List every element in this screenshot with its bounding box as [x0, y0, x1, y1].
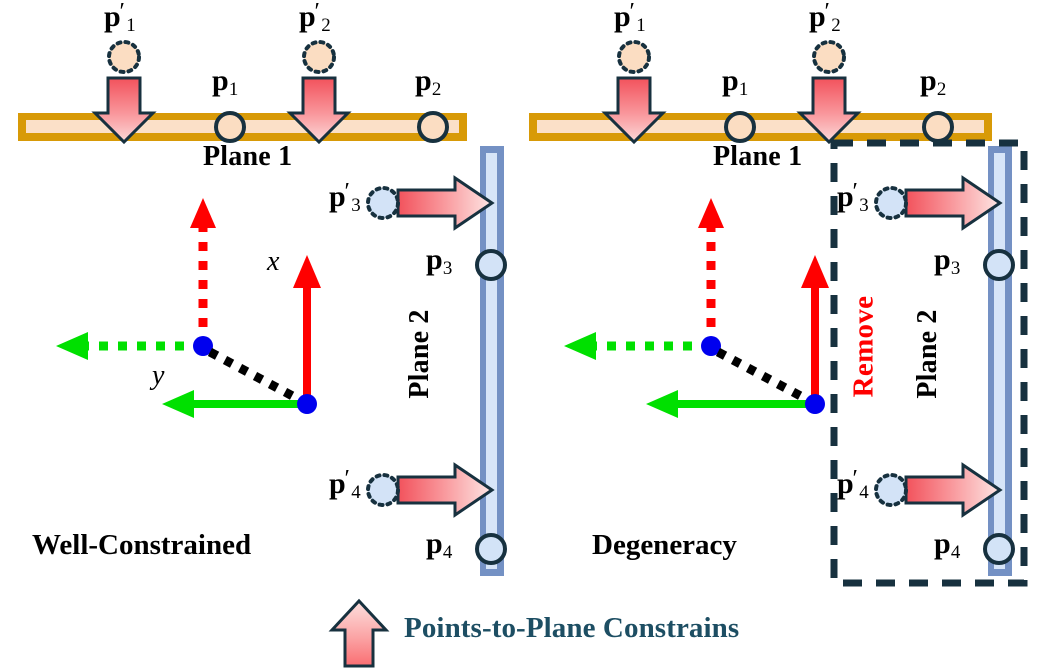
axes-frame-dotted-right — [564, 198, 724, 360]
label-p4-right: p4 — [934, 527, 961, 564]
plane2-bar-right — [988, 146, 1012, 576]
target-point-p4-left — [475, 533, 507, 565]
plane2-label-right: Plane 2 — [912, 309, 943, 399]
label-p1-prime-right: p′1 — [614, 0, 646, 37]
constraint-arrow-p2-right — [796, 76, 862, 145]
label-p1-left: p1 — [212, 64, 239, 101]
target-point-p3-right — [983, 249, 1015, 281]
axis-x-label-left: x — [267, 246, 280, 277]
label-p4-prime-left: p′4 — [329, 464, 361, 504]
plane1-label-right: Plane 1 — [713, 141, 803, 172]
source-point-p4-left — [366, 473, 400, 507]
label-p2-right: p2 — [920, 64, 947, 101]
label-p3-prime-right: p′3 — [837, 177, 869, 217]
plane2-label-left: Plane 2 — [404, 309, 435, 399]
source-point-p3-left — [366, 186, 400, 220]
label-p1-prime-left: p′1 — [104, 0, 136, 37]
axis-y-label-left: y — [152, 360, 165, 391]
remove-region-box — [830, 139, 1028, 587]
constraint-arrow-p4-left — [396, 462, 495, 518]
target-point-p1-left — [214, 111, 246, 143]
source-point-p3-right — [874, 186, 908, 220]
target-point-p2-right — [922, 111, 954, 143]
label-p4-prime-right: p′4 — [837, 464, 869, 504]
frame-link-right — [715, 348, 813, 405]
target-point-p4-right — [983, 533, 1015, 565]
label-p2-left: p2 — [415, 64, 442, 101]
constraint-arrow-p3-right — [904, 175, 1003, 231]
source-point-p4-right — [874, 473, 908, 507]
axes-frame-solid-left — [162, 255, 321, 418]
label-p3-right: p3 — [934, 243, 961, 280]
constraint-arrow-p4-right — [904, 462, 1003, 518]
panel-well-constrained — [18, 40, 507, 576]
plane1-bar-right — [529, 113, 992, 141]
source-point-p1-right — [617, 40, 651, 74]
label-p4-left: p4 — [426, 527, 453, 564]
label-p2-prime-right: p′2 — [809, 0, 841, 37]
legend-up-arrow-icon — [328, 598, 390, 668]
legend-label: Points-to-Plane Constrains — [404, 612, 740, 644]
plane2-bar-left — [480, 146, 504, 576]
caption-degeneracy: Degeneracy — [592, 529, 737, 561]
constraint-arrow-p1-right — [601, 76, 667, 145]
target-point-p2-left — [417, 111, 449, 143]
remove-region-label: Remove — [847, 295, 880, 398]
constraint-arrow-p2-left — [286, 76, 352, 145]
target-point-p1-right — [724, 111, 756, 143]
source-point-p2-left — [302, 40, 336, 74]
label-p3-left: p3 — [426, 243, 453, 280]
axes-frame-dotted-left — [56, 198, 216, 360]
label-p3-prime-left: p′3 — [329, 177, 361, 217]
axes-frame-solid-right — [646, 255, 829, 418]
label-p2-prime-left: p′2 — [299, 0, 331, 37]
plane1-label-left: Plane 1 — [203, 141, 293, 172]
source-point-p1-left — [107, 40, 141, 74]
constraint-arrow-p1-left — [91, 76, 157, 145]
target-point-p3-left — [475, 249, 507, 281]
source-point-p2-right — [812, 40, 846, 74]
constraint-arrow-p3-left — [396, 175, 495, 231]
frame-link-left — [207, 348, 305, 405]
panel-degeneracy — [529, 40, 1028, 587]
label-p1-right: p1 — [722, 64, 749, 101]
caption-well-constrained: Well-Constrained — [32, 529, 252, 561]
